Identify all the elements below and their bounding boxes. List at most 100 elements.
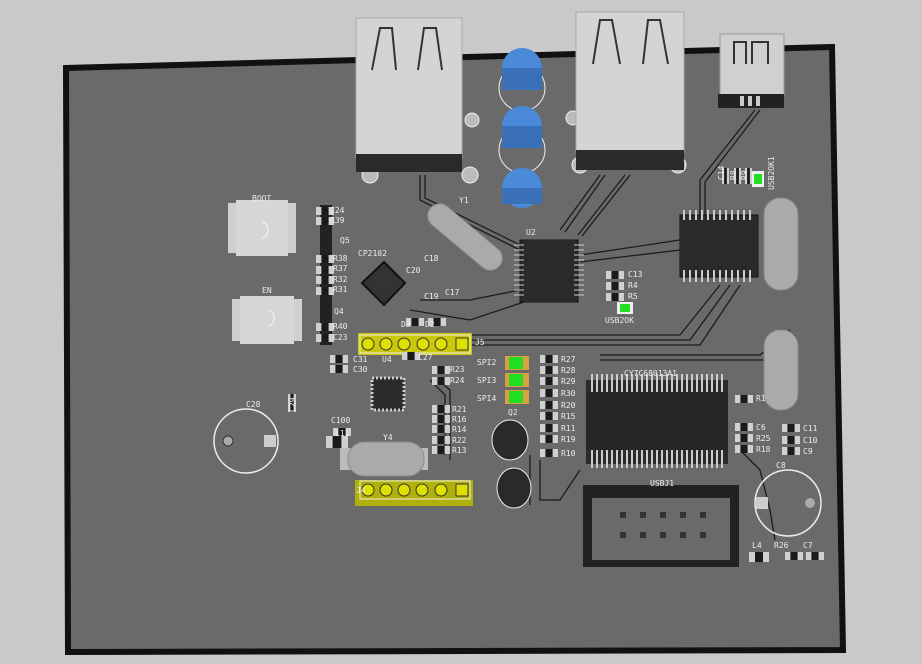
smd-components bbox=[288, 168, 824, 562]
smd-part bbox=[316, 323, 334, 331]
cy7c68013a-chip bbox=[586, 374, 728, 468]
label-c28: C28 bbox=[246, 400, 261, 409]
label-r20: R20 bbox=[561, 401, 576, 410]
smd-part bbox=[735, 434, 753, 442]
smd-part bbox=[326, 436, 348, 448]
smd-part bbox=[316, 207, 334, 215]
smd-part bbox=[316, 334, 334, 342]
label-r16: R16 bbox=[452, 415, 467, 424]
label-r32: R32 bbox=[333, 275, 348, 284]
label-j4: J4 bbox=[356, 486, 366, 495]
smd-part bbox=[432, 415, 450, 423]
smd-part bbox=[432, 366, 450, 374]
smd-part bbox=[782, 436, 800, 444]
label-r11: R11 bbox=[561, 424, 576, 433]
usbj1-box-header bbox=[583, 485, 739, 567]
label-u4: U4 bbox=[382, 355, 392, 364]
smd-part bbox=[540, 377, 558, 385]
smd-part bbox=[606, 293, 624, 301]
label-boot: BOOT bbox=[252, 194, 271, 203]
label-c24: C24 bbox=[330, 206, 345, 215]
usb-a-connector-right bbox=[565, 11, 687, 174]
smd-part bbox=[333, 428, 351, 436]
label-r37: R37 bbox=[333, 264, 348, 273]
label-usb2ok1: USB2OK1 bbox=[767, 156, 776, 190]
label-c17: C17 bbox=[445, 288, 460, 297]
label-r29: R29 bbox=[561, 377, 576, 386]
label-l4: L4 bbox=[752, 541, 762, 550]
smd-part bbox=[316, 266, 334, 274]
capacitor-c28 bbox=[213, 408, 279, 474]
label-d3: D3 bbox=[401, 320, 411, 329]
cp2102-chip bbox=[360, 260, 407, 307]
label-c20: C20 bbox=[406, 266, 421, 275]
smd-part bbox=[540, 401, 558, 409]
label-c8: C8 bbox=[776, 461, 786, 470]
smd-part bbox=[540, 435, 558, 443]
smd-part bbox=[330, 355, 348, 363]
label-r25: R25 bbox=[756, 434, 771, 443]
mini-usb-connector bbox=[718, 33, 785, 108]
smd-part bbox=[540, 424, 558, 432]
usb-a-connector-left bbox=[355, 17, 480, 184]
smd-part bbox=[316, 287, 334, 295]
label-r22: R22 bbox=[452, 436, 467, 445]
smd-part bbox=[785, 552, 803, 560]
smd-part bbox=[288, 394, 296, 412]
smd-part bbox=[540, 412, 558, 420]
label-r5: R5 bbox=[628, 292, 638, 301]
smd-part bbox=[432, 377, 450, 385]
smd-part bbox=[406, 318, 424, 326]
label-r15: R15 bbox=[561, 412, 576, 421]
label-cp2102: CP2102 bbox=[358, 249, 387, 258]
label-l11: L11 bbox=[335, 429, 350, 438]
crystal-y4 bbox=[340, 441, 428, 477]
transistor-q2 bbox=[491, 419, 532, 509]
u4-chip bbox=[370, 376, 406, 412]
label-d2: D2 bbox=[425, 320, 435, 329]
label-q2: Q2 bbox=[508, 408, 518, 417]
label-c6: C6 bbox=[756, 423, 766, 432]
smd-part bbox=[606, 282, 624, 290]
label-q4: Q4 bbox=[334, 307, 344, 316]
label-r38: R38 bbox=[333, 254, 348, 263]
label-c14: C14 bbox=[717, 165, 726, 180]
label-r13: R13 bbox=[452, 446, 467, 455]
label-r24: R24 bbox=[450, 376, 465, 385]
header-j4[interactable] bbox=[355, 480, 473, 506]
smd-part bbox=[745, 168, 752, 184]
leds bbox=[505, 171, 764, 404]
en-button[interactable] bbox=[232, 296, 302, 344]
crystal-right-top bbox=[763, 197, 799, 291]
label-c31: C31 bbox=[353, 355, 368, 364]
label-c27: C27 bbox=[418, 353, 433, 362]
smd-part bbox=[735, 445, 753, 453]
smd-part bbox=[432, 446, 450, 454]
smd-part bbox=[722, 168, 729, 184]
smd-part bbox=[316, 255, 334, 263]
label-r39: R39 bbox=[330, 216, 345, 225]
smd-part bbox=[316, 276, 334, 284]
smd-part bbox=[432, 436, 450, 444]
label-r8: R8 bbox=[729, 170, 738, 180]
traces bbox=[409, 109, 796, 541]
header-j5[interactable] bbox=[358, 333, 472, 355]
label-r28: R28 bbox=[561, 366, 576, 375]
label-q5: Q5 bbox=[340, 236, 350, 245]
label-c30: C30 bbox=[353, 365, 368, 374]
label-u2: U2 bbox=[526, 228, 536, 237]
usb-hub-chip bbox=[679, 210, 759, 282]
label-r40: R40 bbox=[333, 322, 348, 331]
silkscreen-labels: BOOTENC24R39Q5R38R37R32R31Q4R40C23CP2102… bbox=[246, 156, 818, 550]
label-r14: R14 bbox=[452, 425, 467, 434]
label-c13: C13 bbox=[628, 270, 643, 279]
label-r1: R1 bbox=[756, 394, 766, 403]
smd-part bbox=[432, 405, 450, 413]
label-r30: R30 bbox=[561, 389, 576, 398]
label-c10: C10 bbox=[803, 436, 818, 445]
smd-part bbox=[432, 425, 450, 433]
u2-chip bbox=[514, 239, 584, 303]
electrolytic-capacitors bbox=[498, 48, 546, 208]
boot-button[interactable] bbox=[228, 200, 296, 256]
